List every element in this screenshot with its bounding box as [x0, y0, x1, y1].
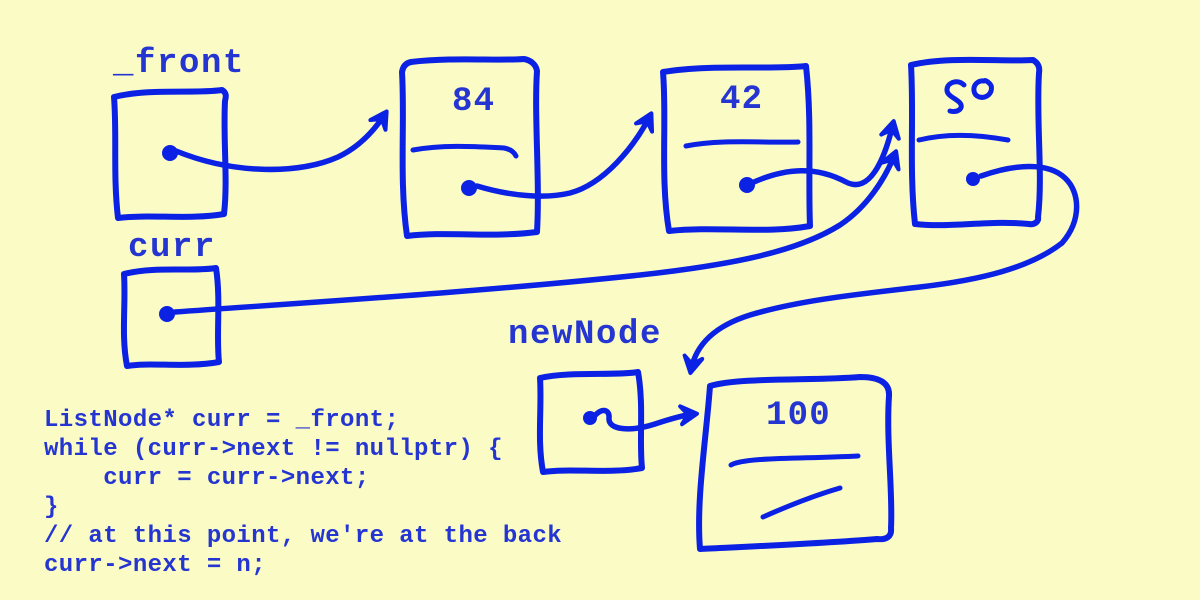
arrow-newnode-to-100: [588, 404, 699, 432]
code-line-5: // at this point, we're at the back: [44, 523, 563, 550]
node-50-value: 50: [945, 79, 986, 113]
node-100-box: [696, 374, 895, 552]
arrow-50-to-100: [682, 163, 1080, 375]
node-84-value: 84: [452, 83, 496, 121]
code-line-3: curr = curr->next;: [44, 465, 370, 492]
code-block: ListNode* curr = _front; while (curr->ne…: [44, 406, 562, 580]
front-pointer-dot: [162, 145, 178, 161]
arrow-42-to-50: [751, 119, 901, 188]
front-pointer-box: [111, 87, 229, 221]
node-42-value: 42: [720, 81, 764, 119]
node-42-box: [660, 63, 813, 234]
node-50-handwritten-value: [944, 78, 994, 114]
nullptr-slash: [760, 485, 843, 520]
arrow-84-to-42: [474, 111, 655, 199]
node-84-box: [399, 56, 541, 239]
label-newnode: newNode: [508, 316, 663, 354]
node-50-divider: [916, 132, 1011, 143]
code-line-4: }: [44, 494, 59, 521]
node-50-next-dot: [966, 172, 980, 186]
node-100-divider: [728, 453, 861, 468]
node-42-divider: [683, 139, 801, 149]
node-100-value: 100: [766, 397, 831, 435]
label-front: _front: [113, 45, 246, 83]
label-curr: curr: [128, 229, 217, 267]
code-line-6: curr->next = n;: [44, 552, 267, 579]
arrow-front-to-84: [173, 109, 389, 173]
node-50-box: [908, 56, 1043, 229]
code-line-2: while (curr->next != nullptr) {: [44, 436, 503, 463]
code-line-1: ListNode* curr = _front;: [44, 407, 400, 434]
node-84-divider: [410, 143, 519, 159]
arrow-curr-to-50: [172, 149, 901, 315]
curr-pointer-box: [120, 265, 222, 369]
node-84-next-dot: [461, 180, 477, 196]
node-42-next-dot: [739, 177, 755, 193]
curr-pointer-dot: [159, 306, 175, 322]
